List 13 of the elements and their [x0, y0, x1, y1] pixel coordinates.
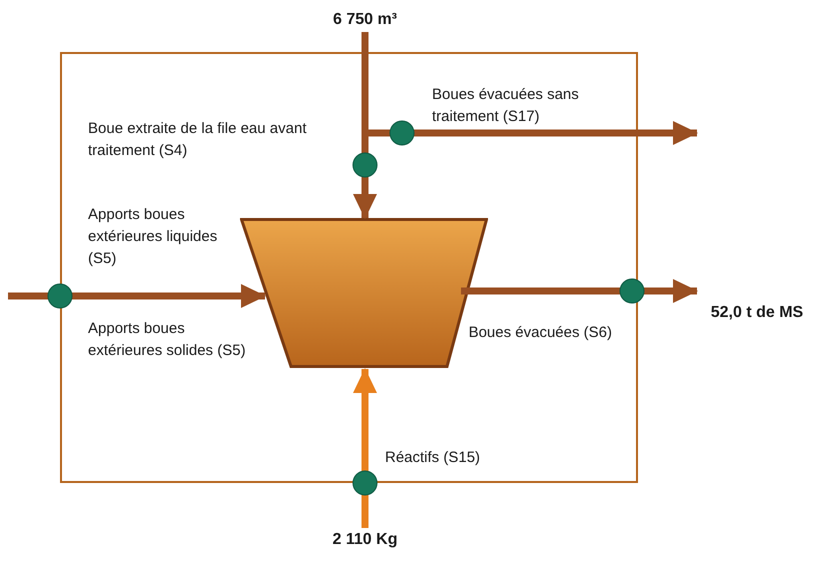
flow-label: Boues évacuées sans traitement (S17)	[432, 85, 580, 127]
flow-arrow	[8, 284, 266, 308]
flow-quantity: 2 110 Kg	[332, 530, 398, 550]
flow-label: Apports boues extérieures liquides (S5)	[88, 205, 218, 269]
flow-label: Boue extraite de la file eau avant traitement (S4)	[88, 119, 308, 161]
flow-arrow	[353, 368, 377, 528]
flow-label: Apports boues extérieures solides (S5)	[88, 319, 247, 361]
flow-arrow	[461, 279, 698, 303]
flow-quantity: 52,0 t de MS	[710, 303, 804, 323]
flow-quantity: 6 750 m³	[332, 10, 398, 30]
flow-label: Boues évacuées (S6)	[468, 323, 612, 343]
system-boundary	[60, 52, 638, 483]
flow-label: Réactifs (S15)	[385, 448, 482, 468]
